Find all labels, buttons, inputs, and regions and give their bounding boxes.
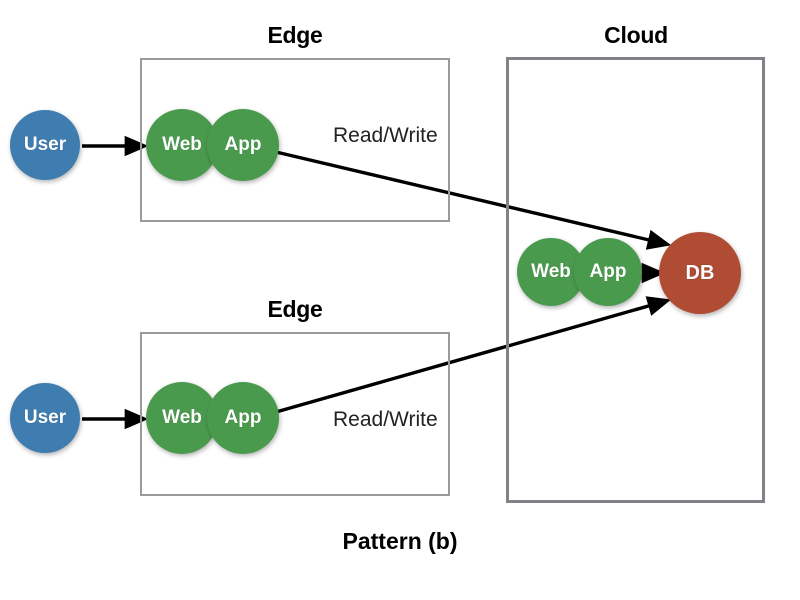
zone-title-cloud: Cloud bbox=[604, 22, 668, 48]
zone-box-cloud bbox=[506, 57, 765, 503]
node-web-cloud[interactable]: Web bbox=[517, 238, 585, 306]
connection-edge-top-to-db bbox=[275, 150, 672, 250]
zone-box-edge-top bbox=[140, 58, 450, 222]
connection-label-read-write-bottom: Read/Write bbox=[333, 408, 438, 431]
connection-edge-bot-to-db bbox=[275, 296, 672, 414]
node-user-bottom[interactable]: User bbox=[10, 383, 80, 453]
node-db-cloud[interactable]: DB bbox=[659, 232, 741, 314]
zone-box-edge-bottom bbox=[140, 332, 450, 496]
node-user-top[interactable]: User bbox=[10, 110, 80, 180]
node-app-cloud[interactable]: App bbox=[574, 238, 642, 306]
zone-title-edge-top: Edge bbox=[267, 22, 323, 48]
node-web-edge-bottom[interactable]: Web bbox=[146, 382, 218, 454]
node-app-edge-top[interactable]: App bbox=[207, 109, 279, 181]
figure-caption: Pattern (b) bbox=[342, 528, 458, 554]
node-web-edge-top[interactable]: Web bbox=[146, 109, 218, 181]
node-app-edge-bottom[interactable]: App bbox=[207, 382, 279, 454]
zone-title-edge-bottom: Edge bbox=[267, 296, 323, 322]
connection-label-read-write-top: Read/Write bbox=[333, 124, 438, 147]
